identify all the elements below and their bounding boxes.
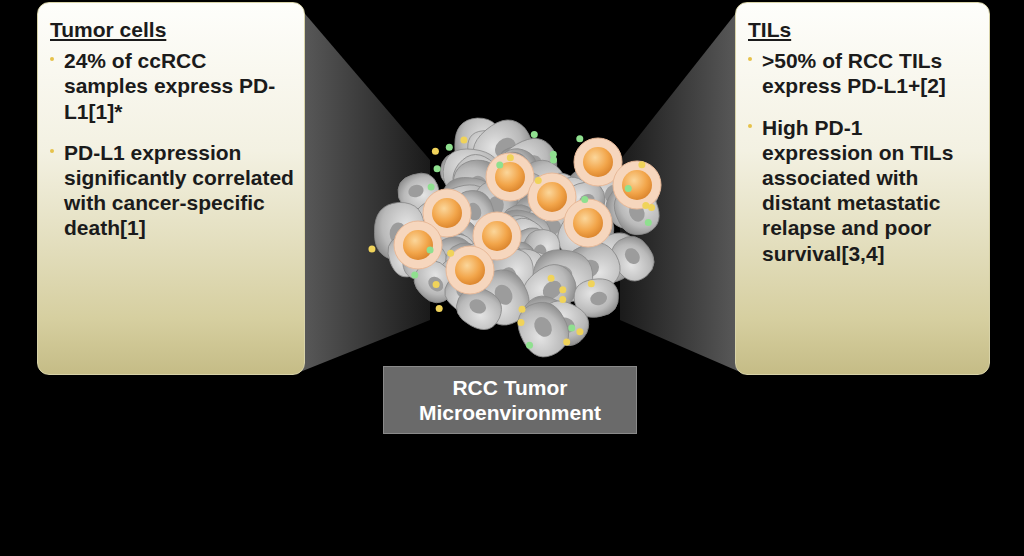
- til-cell: [613, 161, 661, 209]
- callout-fan: [300, 8, 430, 372]
- til-cell: [564, 199, 612, 247]
- callout-fan: [620, 8, 740, 372]
- til-cell: [446, 246, 494, 294]
- cytokine-dot: [517, 319, 524, 326]
- cytokine-dot: [645, 219, 652, 226]
- text-run: >50% of RCC TILs express PD-L1+[2]: [762, 49, 946, 97]
- cytokine-dot: [460, 136, 467, 143]
- cytokine-dot: [446, 144, 453, 151]
- bullet-dot: [748, 57, 752, 61]
- bullet-text: High PD-1 expression on TILs associated …: [748, 115, 979, 266]
- til-cell: [486, 153, 534, 201]
- bullet-dot: [50, 149, 54, 153]
- text-run: PD-L1 expression significantly correlate…: [64, 141, 294, 240]
- cytokine-dot: [576, 135, 583, 142]
- text-run: TILs: [748, 18, 791, 41]
- cytokine-dot: [519, 306, 526, 313]
- cytokine-dot: [411, 271, 418, 278]
- cytokine-dot: [581, 196, 588, 203]
- cytokine-dot: [531, 131, 538, 138]
- cytokine-dot: [588, 280, 595, 287]
- bullet-text: PD-L1 expression significantly correlate…: [50, 140, 294, 241]
- cytokine-dot: [427, 247, 434, 254]
- cytokine-dot: [526, 342, 533, 349]
- cytokine-dot: [434, 165, 441, 172]
- cytokine-dot: [548, 275, 555, 282]
- cytokine-dot: [447, 250, 454, 257]
- cytokine-dot: [568, 324, 575, 331]
- bullet-text: >50% of RCC TILs express PD-L1+[2]: [748, 48, 979, 98]
- cytokine-dot: [563, 338, 570, 345]
- text-run: High PD-1 expression on TILs associated …: [762, 116, 953, 265]
- cytokine-dot: [559, 296, 566, 303]
- cytokine-dot: [559, 286, 566, 293]
- tumor-cell: [509, 294, 577, 365]
- cytokine-dot: [625, 185, 632, 192]
- cytokine-dot: [507, 154, 514, 161]
- cytokine-dot: [638, 161, 645, 168]
- text-run: Tumor cells: [50, 18, 166, 41]
- panel-heading: Tumor cells: [50, 17, 294, 42]
- info-panel: Tumor cells 24% of ccRCC samples express …: [37, 2, 305, 375]
- info-panel: TILs >50% of RCC TILs express PD-L1+[2] Hi…: [735, 2, 990, 375]
- bullet-dot: [748, 124, 752, 128]
- title-box: RCC Tumor Microenvironment: [383, 366, 637, 434]
- bullet-dot: [50, 57, 54, 61]
- tumor-cluster: [368, 110, 668, 365]
- cytokine-dot: [368, 245, 375, 252]
- bullet-text: 24% of ccRCC samples express PD-L1[1]*: [50, 48, 294, 124]
- panel-heading: TILs: [748, 17, 979, 42]
- text-run: 24% of ccRCC samples express PD-L1[1]*: [64, 49, 275, 122]
- text-run: RCC Tumor Microenvironment: [419, 376, 601, 424]
- cytokine-dot: [432, 148, 439, 155]
- til-cell: [394, 221, 442, 269]
- cytokine-dot: [433, 281, 440, 288]
- cytokine-dot: [550, 156, 557, 163]
- cytokine-dot: [648, 204, 655, 211]
- cytokine-dot: [496, 161, 503, 168]
- cytokine-dot: [535, 177, 542, 184]
- title-text: RCC Tumor Microenvironment: [394, 375, 626, 425]
- cytokine-dot: [576, 328, 583, 335]
- cytokine-dot: [428, 184, 435, 191]
- cytokine-dot: [436, 305, 443, 312]
